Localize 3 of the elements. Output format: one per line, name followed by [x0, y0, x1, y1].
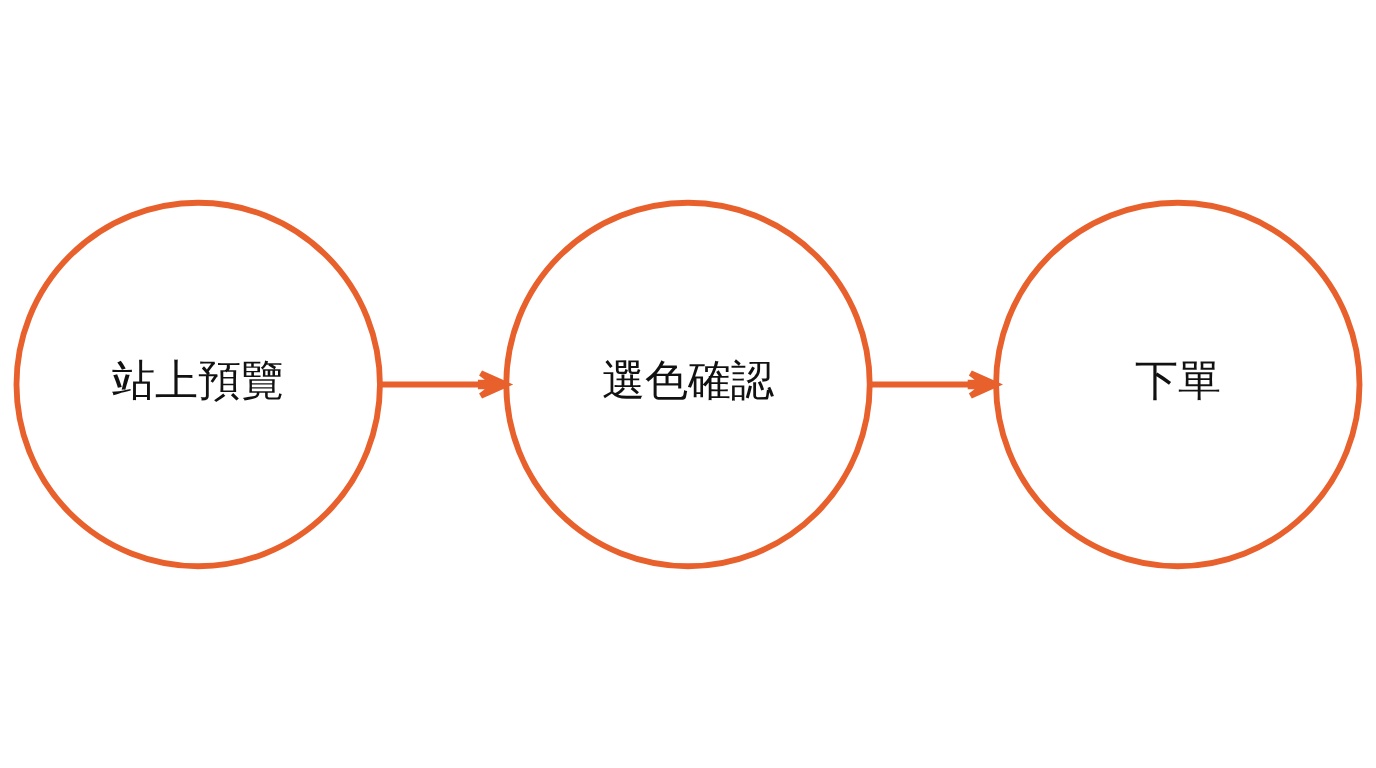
node-circle: 下單 [993, 199, 1363, 569]
node-circle: 選色確認 [503, 199, 873, 569]
node-circle: 站上預覽 [13, 199, 383, 569]
